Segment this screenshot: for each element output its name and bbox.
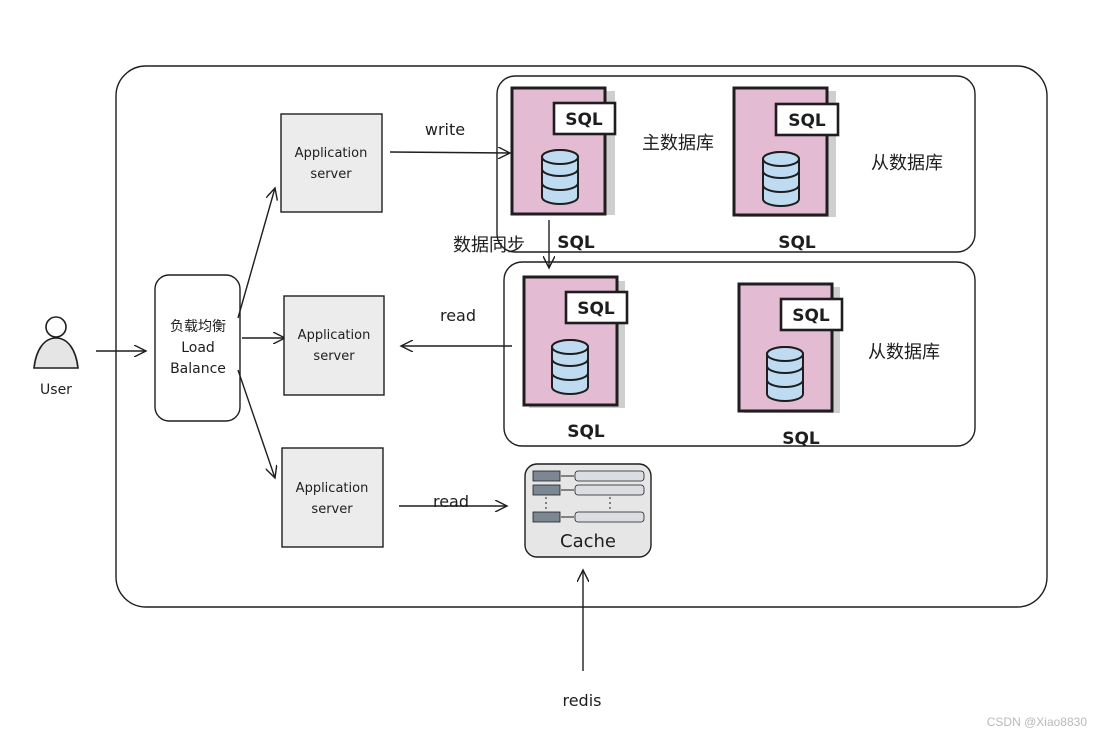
write-arrow-label: write: [425, 120, 465, 139]
app-server-3: Application server: [281, 447, 384, 548]
slave-db-bottom-1-caption: SQL: [567, 422, 605, 442]
load-balancer-box: [154, 274, 241, 422]
read-arrow-db-label: read: [440, 306, 476, 325]
app-server-3-line2: server: [311, 502, 353, 517]
slave-db-top-caption: SQL: [778, 233, 816, 253]
user-icon: [33, 316, 79, 369]
user-label: User: [40, 382, 72, 398]
master-db-cylinder-icon: [541, 149, 579, 205]
system-boundary: [115, 65, 1048, 608]
slave-db-bottom-1: SQL: [522, 275, 629, 408]
master-db-group: [496, 75, 976, 253]
slave-db-top-cylinder-icon: [762, 151, 800, 207]
slave-db-top-sql-tag: SQL: [788, 111, 826, 131]
slave-db-bottom-2-sql-tag: SQL: [792, 306, 830, 326]
slave-db-bottom-label: 从数据库: [868, 342, 940, 363]
master-db-caption: SQL: [557, 233, 595, 253]
slave-db-bottom-1-cylinder-icon: [551, 339, 589, 395]
load-balancer-cn-label: 负载均衡: [170, 319, 226, 335]
slave-db-bottom-2-caption: SQL: [782, 429, 820, 449]
app-server-2-line2: server: [313, 349, 355, 364]
slave-db-bottom-2: SQL: [737, 282, 844, 413]
write-arrow: [389, 152, 510, 153]
lb-to-server-3-arrow: [237, 369, 275, 478]
cache-box: Cache: [524, 463, 652, 558]
sync-label: 数据同步: [453, 235, 525, 256]
cache-label: Cache: [560, 531, 616, 552]
slave-db-bottom-1-sql-tag: SQL: [577, 299, 615, 319]
slave-db-top-label: 从数据库: [871, 153, 943, 174]
master-db-label: 主数据库: [642, 133, 714, 154]
watermark: CSDN @Xiao8830: [986, 715, 1087, 729]
app-server-1-line1: Application: [295, 146, 368, 161]
cache-keyvalue-icon: [532, 470, 645, 523]
app-server-3-line1: Application: [296, 481, 369, 496]
read-arrow-cache-label: read: [433, 492, 469, 511]
redis-label: redis: [562, 691, 601, 710]
slave-db-bottom-2-cylinder-icon: [766, 346, 804, 402]
load-balancer-label-line2: Balance: [170, 361, 226, 377]
app-server-2: Application server: [283, 295, 385, 396]
lb-to-server-1-arrow: [237, 188, 275, 319]
app-server-1: Application server: [280, 113, 383, 213]
load-balancer-label-line1: Load: [181, 340, 215, 356]
app-server-1-line2: server: [310, 167, 352, 182]
app-server-2-line1: Application: [298, 328, 371, 343]
master-db-sql-tag: SQL: [565, 110, 603, 130]
slave-db-group: [503, 261, 976, 447]
slave-db-top: SQL: [732, 86, 840, 217]
master-db: SQL: [510, 86, 617, 216]
